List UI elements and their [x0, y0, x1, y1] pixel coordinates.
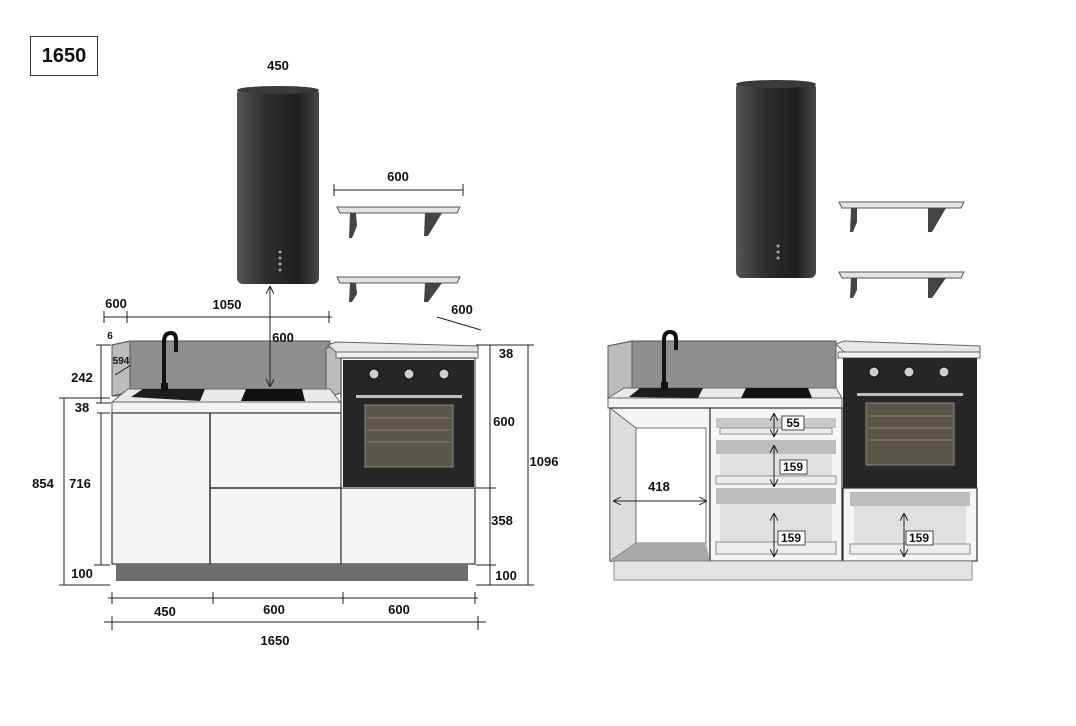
wall-shelf-lower-right: [838, 271, 965, 298]
wall-shelf-lower: [336, 276, 461, 302]
dim-shelf-gap-mid: 159: [783, 460, 803, 474]
plinth-right-view: [613, 560, 973, 581]
dim-bottom-total: 1650: [261, 633, 290, 648]
wall-shelf-upper-right: [838, 201, 965, 232]
dim-backsplash-height: 594: [113, 356, 130, 367]
range-hood-right: [736, 80, 816, 278]
dim-plinth-right: 100: [495, 568, 517, 583]
dim-bottom-seg1: 450: [154, 604, 176, 619]
interior-dimension-lines: [614, 414, 904, 556]
dim-total-height: 854: [32, 476, 54, 491]
left-dimension-lines: [59, 184, 534, 630]
countertop-right: [606, 329, 843, 409]
dim-cabinet-height: 716: [69, 476, 91, 491]
dim-counter-width: 1050: [213, 297, 242, 312]
countertop: [110, 330, 342, 414]
dim-hood-clearance: 600: [272, 330, 294, 345]
oven-unit: [327, 341, 479, 489]
open-drawer-compartment-right: [842, 487, 978, 562]
dim-right-compartment: 159: [909, 531, 929, 545]
dim-plinth-left: 100: [71, 566, 93, 581]
range-hood: [237, 86, 319, 284]
dim-shelf-gap-top: 55: [786, 416, 800, 430]
dim-small-gap: 6: [107, 331, 113, 342]
right-interior-view: 55 159 159 159 418: [606, 80, 981, 581]
left-dimension-labels: 450 600 600 1050 600 600 6 594 242 38 85…: [32, 58, 558, 648]
open-carcass-middle: [709, 407, 843, 562]
dim-oven-height: 600: [493, 414, 515, 429]
left-elevation: 450 600 600 1050 600 600 6 594 242 38 85…: [32, 58, 558, 648]
dim-shelf-gap-bottom: 159: [781, 531, 801, 545]
wall-shelf-upper: [336, 206, 461, 238]
oven-unit-right: [835, 340, 981, 488]
dim-right-depth: 600: [451, 302, 473, 317]
dim-backsplash-total: 242: [71, 370, 93, 385]
dim-bottom-seg3: 600: [388, 602, 410, 617]
dim-drawer-height: 358: [491, 513, 513, 528]
dim-shelf-width: 600: [387, 169, 409, 184]
open-carcass-left: [609, 407, 711, 562]
dim-counter-thickness-left: 38: [75, 400, 89, 415]
dim-tall-total: 1096: [530, 454, 559, 469]
interior-dimension-labels: 55 159 159 159 418: [648, 415, 934, 546]
base-cabinets: [111, 412, 476, 581]
dim-open-width: 418: [648, 479, 670, 494]
dim-counter-thickness-right: 38: [499, 346, 513, 361]
model-title: 1650: [30, 36, 98, 76]
dim-hood-width: 450: [267, 58, 289, 73]
dim-bottom-seg2: 600: [263, 602, 285, 617]
dim-side-depth: 600: [105, 296, 127, 311]
